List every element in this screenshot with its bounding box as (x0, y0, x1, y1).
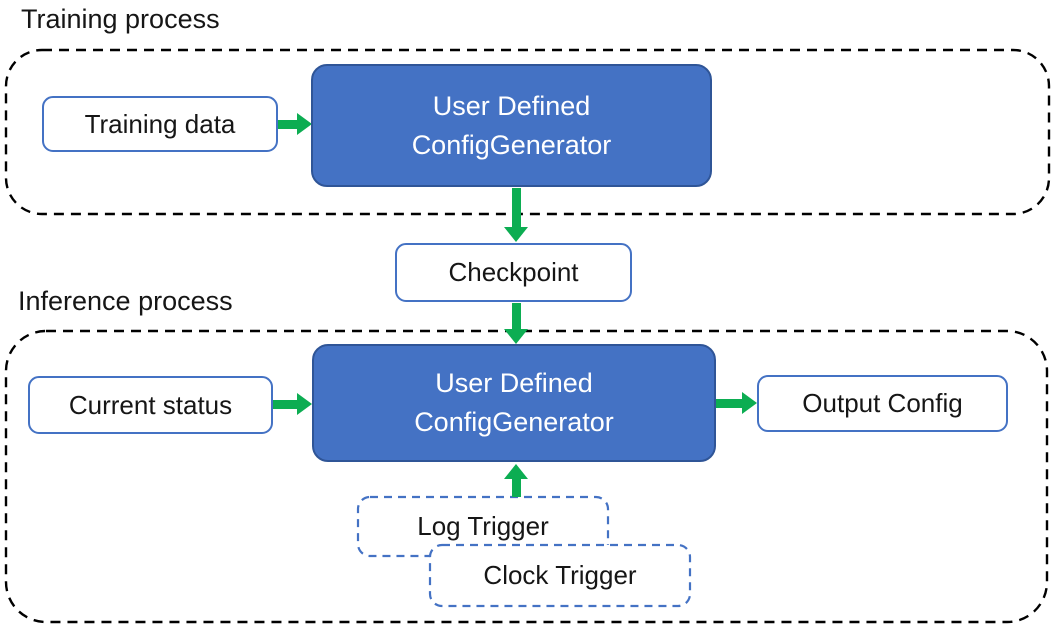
inference-process-label: Inference process (18, 286, 233, 316)
training-process-label: Training process (21, 4, 220, 34)
output-config-label: Output Config (802, 388, 963, 418)
checkpoint-box: Checkpoint (395, 243, 632, 302)
current-status-label: Current status (68, 389, 233, 420)
config-generator-inference-box: User Defined ConfigGenerator (312, 344, 716, 462)
arrow-head-icon (504, 329, 528, 344)
arrow-shaft (716, 398, 742, 408)
checkpoint-label: Checkpoint (448, 257, 579, 287)
clock-trigger-label: Clock Trigger (483, 560, 637, 590)
arrow-head-icon (504, 464, 528, 479)
arrow-shaft (272, 399, 297, 409)
current-status-box: Current status (28, 376, 273, 434)
arrow-head-icon (297, 113, 312, 135)
training-data-label: Training data (84, 108, 236, 139)
arrow-shaft (276, 119, 297, 129)
arrow-head-icon (504, 227, 528, 242)
config-generator-training-line2: ConfigGenerator (411, 129, 612, 160)
arrow-triggers-to-generator (504, 464, 528, 497)
training-process-container (4, 48, 1051, 216)
arrow-current-status-to-generator (272, 393, 312, 415)
config-generator-inference-line1: User Defined (435, 368, 593, 398)
log-trigger-label: Log Trigger (417, 511, 549, 541)
arrow-shaft (511, 479, 521, 497)
arrow-generator-to-checkpoint (504, 188, 528, 242)
output-config-box: Output Config (757, 375, 1008, 432)
arrow-shaft (511, 188, 521, 227)
clock-trigger-box (428, 543, 692, 608)
config-generator-training-box: User Defined ConfigGenerator (311, 64, 712, 187)
arrow-head-icon (742, 392, 757, 414)
arrow-shaft (511, 303, 521, 329)
training-data-box: Training data (42, 96, 278, 152)
arrow-checkpoint-to-inference-generator (504, 303, 528, 344)
arrow-training-data-to-generator (276, 113, 312, 135)
arrow-head-icon (297, 393, 312, 415)
arrow-generator-to-output-config (716, 392, 757, 414)
config-generator-inference-line2: ConfigGenerator (414, 407, 614, 437)
config-generator-training-line1: User Defined (432, 90, 591, 121)
